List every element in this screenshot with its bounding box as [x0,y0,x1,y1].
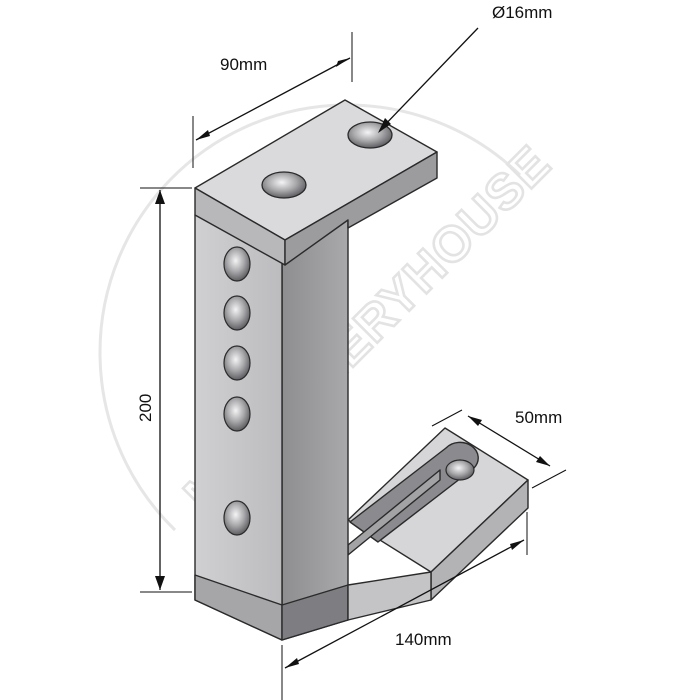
hole [223,246,251,282]
hole [223,295,251,331]
dimension-foot-width: 50mm [431,408,567,489]
bracket-foot [347,427,529,601]
top-hole [261,171,307,199]
dimension-label-90mm: 90mm [220,55,267,74]
column-holes [223,246,251,536]
slot-end-hole [445,459,475,481]
dimension-label-140mm: 140mm [395,630,452,649]
bracket-column [194,214,432,641]
bracket-top-arm [194,99,438,266]
hole [223,500,251,536]
dimension-hole-diameter: Ø16mm [378,3,552,133]
dimension-top-width: 90mm [192,32,353,168]
hole [223,396,251,432]
dimension-label-200: 200 [136,394,155,422]
dimension-label-hole-diameter: Ø16mm [492,3,552,22]
dimension-label-50mm: 50mm [515,408,562,427]
hole [223,345,251,381]
dimension-height: 200 [136,187,192,593]
dimension-foot-length: 140mm [281,512,528,700]
